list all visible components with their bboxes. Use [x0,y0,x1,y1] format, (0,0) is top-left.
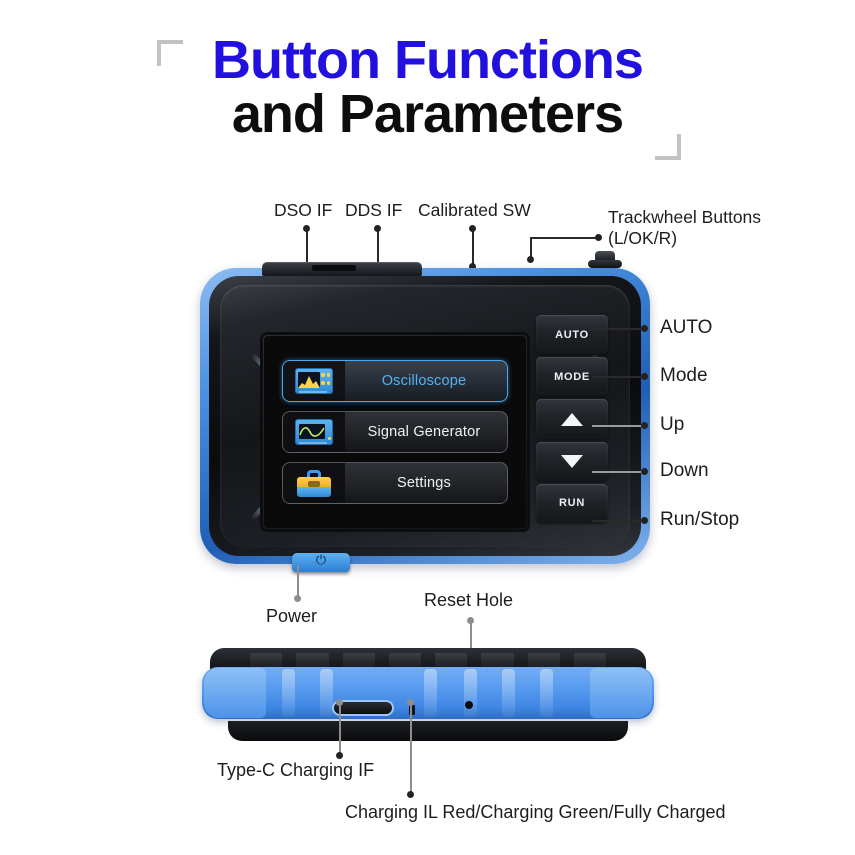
menu-item-settings-label: Settings [397,475,451,491]
callout-label-dds-if: DDS IF [345,200,403,220]
page-title-line-1: Button Functions [212,30,644,90]
screen-bezel: Oscilloscope Signal Generator [260,332,530,532]
leader-line-trackwheel-horizontal [530,237,598,239]
callout-label-down: Down [660,460,709,481]
run-stop-button[interactable]: RUN [536,483,608,524]
callout-label-reset-hole: Reset Hole [424,590,514,610]
callout-label-mode: Mode [660,365,708,386]
type-c-port [332,700,394,716]
mode-button-label: MODE [554,370,590,383]
menu-item-oscilloscope[interactable]: Oscilloscope [282,360,508,402]
auto-button[interactable]: AUTO [536,315,608,355]
leader-line-dds-if [377,228,379,266]
callout-label-run-stop: Run/Stop [660,509,740,530]
charging-led-indicator [409,705,415,715]
leader-line-power [297,565,299,598]
bnc-port [312,265,356,271]
menu-item-oscilloscope-label: Oscilloscope [381,373,467,389]
leader-line-up [592,425,644,427]
leader-line-mode [592,376,644,378]
leader-line-calibrated-sw [472,228,474,266]
device-keypad: AUTO MODE RUN [536,315,608,524]
page-title: Button Functions and Parameters [0,30,855,145]
leader-dot-dso-if-top [303,225,310,232]
leader-dot-down [641,468,648,475]
triangle-down-icon [561,454,583,468]
run-stop-button-label: RUN [559,497,585,510]
leader-line-run-stop [592,520,644,522]
leader-dot-run-stop [641,517,648,524]
leader-line-dso-if [306,228,308,266]
menu-item-signal-generator-label: Signal Generator [367,424,481,440]
corner-bracket-top-left [157,40,183,66]
leader-dot-up [641,422,648,429]
leader-dot-calibrated-sw-bottom [469,263,476,270]
page-title-line-2: and Parameters [231,84,624,145]
device-edge-cap-left [204,668,266,718]
device-edge-foot [228,721,628,741]
down-button[interactable] [536,441,608,481]
callout-label-charging-status: Charging IL Red/Charging Green/Fully Cha… [345,802,726,822]
leader-line-charging-led [410,702,412,794]
leader-dot-auto [641,325,648,332]
power-button[interactable]: ⏻ [292,553,350,572]
device-screen: Oscilloscope Signal Generator [264,336,526,528]
callout-label-calibrated-sw: Calibrated SW [418,200,531,220]
reset-hole [465,701,473,709]
menu-item-settings[interactable]: Settings [282,462,508,504]
menu-item-signal-generator[interactable]: Signal Generator [282,411,508,453]
leader-line-down [592,471,644,473]
callout-label-trackwheel: Trackwheel Buttons (L/OK/R) [608,207,761,248]
leader-dot-type-c-label [336,752,343,759]
auto-button-label: AUTO [555,328,589,341]
signal-generator-icon [283,412,345,452]
leader-dot-charging-status [407,791,414,798]
leader-dot-reset-hole-top [467,617,474,624]
leader-line-type-c [339,702,341,755]
device-front-view: Oscilloscope Signal Generator [200,251,650,572]
leader-dot-calibrated-sw-top [469,225,476,232]
callout-label-power: Power [266,606,318,626]
device-edge-cap-right [590,668,652,718]
callout-label-trackwheel-line-2: (L/OK/R) [608,227,678,248]
oscilloscope-icon [283,361,345,401]
device-edge-blue-body [202,667,654,719]
callout-label-up: Up [660,414,685,435]
up-button[interactable] [536,399,608,439]
top-connector-strip [262,262,422,276]
corner-bracket-bottom-right [655,134,681,160]
callout-label-auto: AUTO [660,317,713,338]
device-bottom-edge-view [202,648,654,741]
trackwheel-knob[interactable] [588,251,622,271]
leader-line-auto [592,328,644,330]
callout-label-type-c: Type-C Charging IF [217,760,375,780]
callout-label-dso-if: DSO IF [274,200,333,220]
leader-dot-trackwheel [595,234,602,241]
triangle-up-icon [561,412,583,426]
leader-dot-power [294,595,301,602]
leader-line-trackwheel-vertical [530,237,532,259]
leader-dot-trackwheel-device [527,256,534,263]
device-chassis: Oscilloscope Signal Generator [220,285,630,547]
callout-label-trackwheel-line-1: Trackwheel Buttons [608,207,762,227]
toolbox-icon [283,463,345,503]
leader-dot-dds-if-top [374,225,381,232]
power-icon: ⏻ [315,552,327,567]
leader-dot-mode [641,373,648,380]
